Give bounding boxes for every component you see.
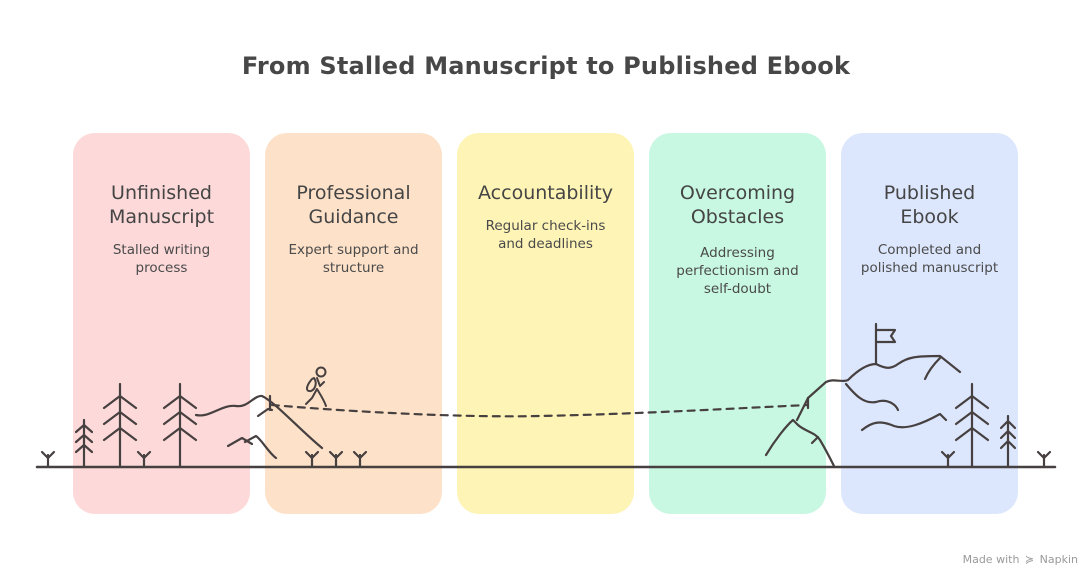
tree-icon [999, 414, 1017, 469]
tree-icon [102, 382, 138, 469]
tree-icon [162, 382, 198, 469]
napkin-logo-icon: ≽ [1024, 553, 1035, 566]
journey-path [270, 403, 810, 418]
diagram-title: From Stalled Manuscript to Published Ebo… [241, 52, 851, 80]
stage-title: Accountability [478, 182, 613, 204]
mountain-icon [764, 354, 962, 468]
tree-icon [954, 382, 990, 469]
tree-icon [74, 418, 94, 469]
grass-icon [40, 450, 1052, 469]
flag-icon [874, 322, 897, 366]
made-with-napkin-credit: Made with ≽ Napkin [962, 553, 1078, 566]
hiker-icon [305, 366, 327, 407]
hill-icon [194, 394, 324, 460]
